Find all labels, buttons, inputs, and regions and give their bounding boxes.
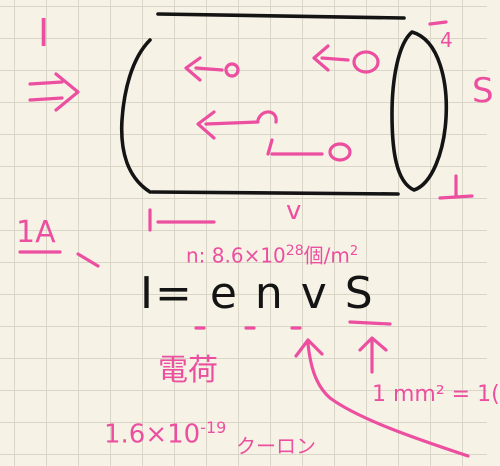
electron-2 [352, 50, 380, 74]
v-to-note-arrow [294, 338, 470, 458]
s-underline [348, 320, 392, 326]
charge-value: 1.6×10-19 [104, 420, 226, 448]
area-label: 1 mm² = 1( [372, 382, 500, 407]
right-edge-fragment: S [472, 71, 494, 111]
corner-mark-top [428, 20, 448, 26]
charge-label: 電荷 [158, 353, 218, 388]
density-label: n: 8.6×1028個/m2 [186, 244, 358, 266]
conductor-cross-section [390, 30, 449, 192]
electron-arrow-4 [266, 138, 324, 156]
drift-velocity-symbol: v [286, 196, 302, 226]
current-arrow-icon [28, 72, 80, 112]
electron-arrow-2 [312, 44, 350, 72]
electron-3 [256, 110, 278, 124]
density-prefix: n: 8.6×10 [186, 243, 286, 268]
electron-arrow-3 [196, 110, 260, 140]
corner-mark-bottom [438, 174, 474, 200]
charge-mantissa: 1.6×10 [104, 419, 201, 450]
density-unit: 個/m [303, 243, 350, 268]
conductor-bottom-edge [150, 190, 400, 196]
electron-4 [328, 142, 352, 162]
current-value: 1A [16, 215, 56, 250]
charge-exponent: -19 [200, 418, 227, 437]
current-value-tick [76, 252, 100, 268]
corner-number: 4 [440, 28, 453, 52]
velocity-arrow [148, 208, 216, 232]
charge-unit: クーロン [236, 434, 316, 458]
density-unit-power: 2 [349, 244, 359, 259]
conductor-left-end [119, 38, 152, 194]
conductor-top-edge [156, 12, 406, 20]
electron-arrow-1 [184, 56, 224, 82]
s-to-area-arrow [358, 336, 388, 374]
formula: I= e n v S [140, 268, 375, 319]
handwriting-layer [18, 12, 474, 458]
current-symbol: I [38, 11, 50, 55]
electron-1 [224, 62, 240, 78]
density-exponent: 28 [285, 243, 304, 259]
